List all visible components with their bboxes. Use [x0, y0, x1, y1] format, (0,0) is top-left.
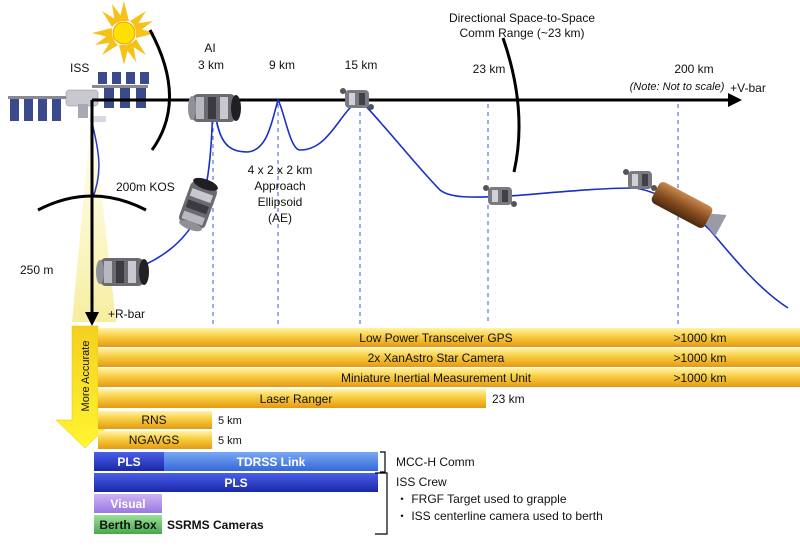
spacecraft-at-kos — [96, 258, 149, 286]
distance-200km: 200 km — [674, 62, 713, 76]
bar-rns-range: 5 km — [218, 415, 242, 427]
scale-note: (Note: Not to scale) — [630, 81, 725, 93]
ssrms-cameras-label: SSRMS Cameras — [167, 518, 264, 532]
spacecraft-on-ellipse — [175, 174, 221, 235]
iss-tether — [91, 121, 100, 201]
bar-gps — [98, 328, 800, 347]
iss-station-icon — [8, 72, 149, 122]
spacecraft-at-15km — [340, 88, 374, 110]
iss-label: ISS — [70, 61, 89, 75]
bar-star-camera-label: 2x XanAstro Star Camera — [368, 351, 505, 365]
brackets — [375, 451, 388, 535]
ae-label-2: Approach — [254, 179, 305, 193]
v-bar-arrow — [728, 93, 742, 107]
iss-crew-item-2: ・ ISS centerline camera used to berth — [396, 509, 603, 523]
v-bar-label: +V-bar — [730, 81, 766, 95]
block-tdrss — [164, 452, 378, 471]
sensor-bars: Low Power Transceiver GPS >1000 km 2x Xa… — [98, 328, 800, 449]
approach-trajectory — [124, 98, 789, 309]
block-visual — [94, 494, 162, 513]
approach-light-cone — [72, 108, 116, 322]
distance-9km: 9 km — [269, 58, 295, 72]
block-pls-2-label: PLS — [224, 476, 247, 490]
bar-rns — [98, 411, 212, 429]
block-pls-2 — [94, 473, 378, 492]
bar-imu — [98, 368, 800, 387]
ae-label-4: (AE) — [268, 211, 292, 225]
ae-label-1: 4 x 2 x 2 km — [248, 163, 313, 177]
bar-laser-ranger — [98, 389, 486, 408]
block-pls-1-label: PLS — [117, 455, 140, 469]
spacecraft-at-ai — [188, 94, 241, 122]
ae-label-3: Ellipsoid — [258, 195, 303, 209]
iss-crew-label: ISS Crew — [396, 475, 447, 489]
bar-ngavgs-label: NGAVGS — [129, 433, 179, 447]
spacecraft-with-upper-stage — [623, 169, 727, 237]
bar-ngavgs — [98, 431, 212, 449]
block-pls-1 — [94, 452, 164, 471]
block-visual-label: Visual — [110, 497, 145, 511]
distance-250m: 250 m — [20, 263, 53, 277]
comm-range-arc — [501, 37, 521, 173]
sun-icon — [92, 1, 156, 65]
bar-imu-range: >1000 km — [673, 371, 726, 385]
ai-distance-label: 3 km — [198, 58, 224, 72]
comm-range-label-1: Directional Space-to-Space — [449, 11, 595, 25]
bar-ngavgs-range: 5 km — [218, 435, 242, 447]
spacecraft-at-23km — [483, 185, 517, 207]
bar-imu-label: Miniature Inertial Measurement Unit — [341, 371, 532, 385]
mcc-comm-label: MCC-H Comm — [396, 455, 475, 469]
r-bar-arrow — [85, 312, 99, 326]
bar-gps-range: >1000 km — [673, 331, 726, 345]
comm-blocks: PLS TDRSS Link PLS Visual Berth Box SSRM… — [94, 452, 378, 534]
bar-star-camera — [98, 348, 800, 367]
bar-laser-ranger-label: Laser Ranger — [260, 392, 333, 406]
distance-23km: 23 km — [473, 62, 506, 76]
ai-label: AI — [204, 41, 215, 55]
ai-arc — [148, 29, 171, 151]
iss-crew-item-1: ・ FRGF Target used to grapple — [396, 492, 567, 506]
distance-15km: 15 km — [345, 58, 378, 72]
block-berth-box-label: Berth Box — [99, 518, 157, 532]
comm-range-label-2: Comm Range (~23 km) — [459, 26, 584, 40]
bar-gps-label: Low Power Transceiver GPS — [359, 331, 512, 345]
bar-star-camera-range: >1000 km — [673, 351, 726, 365]
kos-label: 200m KOS — [116, 180, 175, 194]
r-bar-label: +R-bar — [108, 307, 145, 321]
block-berth-box — [94, 515, 162, 534]
bar-laser-ranger-range: 23 km — [492, 392, 525, 406]
kos-arc — [37, 194, 147, 212]
distance-guides — [212, 104, 679, 325]
block-tdrss-label: TDRSS Link — [237, 455, 306, 469]
bar-rns-label: RNS — [141, 413, 166, 427]
more-accurate-label: More Accurate — [80, 341, 92, 412]
